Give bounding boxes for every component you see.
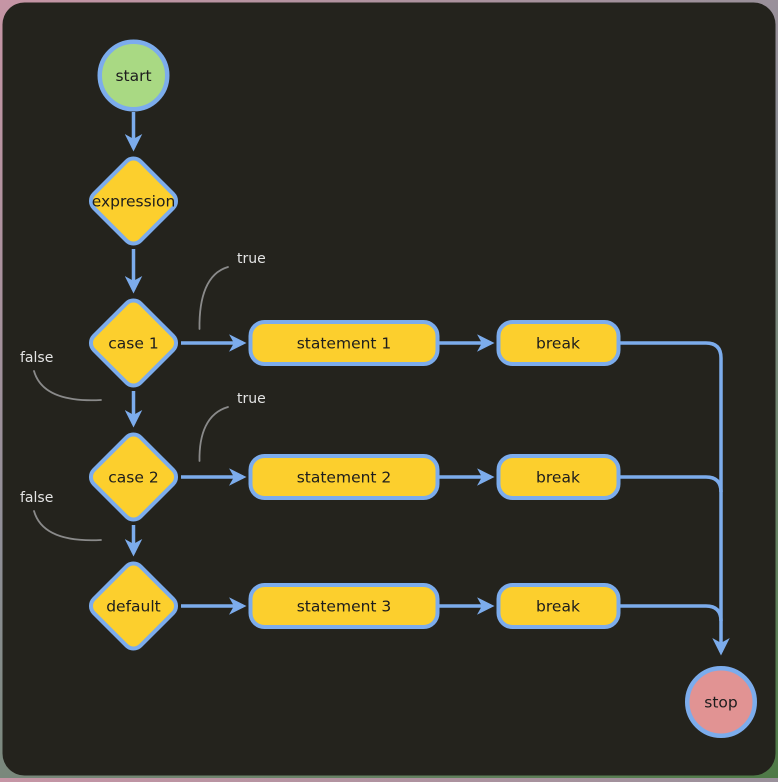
- break3-label: break: [536, 598, 580, 616]
- node-statement1: statement 1: [248, 320, 440, 366]
- node-break2: break: [496, 454, 621, 500]
- node-statement2: statement 2: [248, 454, 440, 500]
- statement2-label: statement 2: [297, 469, 392, 487]
- statement1-box: [248, 320, 440, 366]
- connector-group: [124, 112, 730, 656]
- statement3-label: statement 3: [297, 598, 392, 616]
- case2-label: case 2: [108, 469, 158, 487]
- leader-true-case2: [198, 406, 229, 462]
- edge-label-case1-true: true: [237, 251, 266, 267]
- edge-label-case2-false: false: [20, 490, 53, 506]
- node-case2: case 2: [88, 432, 179, 522]
- expression-diamond: [88, 156, 179, 246]
- edge-label-case2-true: true: [237, 391, 266, 407]
- default-label: default: [106, 598, 161, 616]
- leader-false-case2: [33, 510, 102, 542]
- node-default: default: [88, 561, 179, 651]
- node-expression: expression: [88, 156, 179, 246]
- edge-label-case1-false: false: [20, 350, 53, 366]
- break2-label: break: [536, 469, 580, 487]
- node-break1: break: [496, 320, 621, 366]
- expression-label: expression: [92, 193, 176, 211]
- statement3-box: [248, 583, 440, 629]
- break3-box: [496, 583, 621, 629]
- node-statement3: statement 3: [248, 583, 440, 629]
- leader-line-group: [33, 266, 229, 542]
- start-circle: [97, 39, 170, 112]
- case1-label: case 1: [108, 335, 158, 353]
- case1-diamond: [88, 298, 179, 388]
- leader-true-case1: [198, 266, 229, 330]
- stop-circle: [685, 666, 757, 738]
- node-break3: break: [496, 583, 621, 629]
- node-case1: case 1: [88, 298, 179, 388]
- default-diamond: [88, 561, 179, 651]
- stop-label: stop: [704, 694, 737, 712]
- start-label: start: [115, 67, 151, 85]
- break2-box: [496, 454, 621, 500]
- break1-label: break: [536, 335, 580, 353]
- node-stop: stop: [685, 666, 757, 738]
- statement2-box: [248, 454, 440, 500]
- leader-false-case1: [33, 370, 102, 402]
- statement1-label: statement 1: [297, 335, 392, 353]
- node-start: start: [97, 39, 170, 112]
- edge-break1-stop: [620, 341, 730, 656]
- break1-box: [496, 320, 621, 366]
- edge-label-group: true false true false: [20, 251, 266, 506]
- case2-diamond: [88, 432, 179, 522]
